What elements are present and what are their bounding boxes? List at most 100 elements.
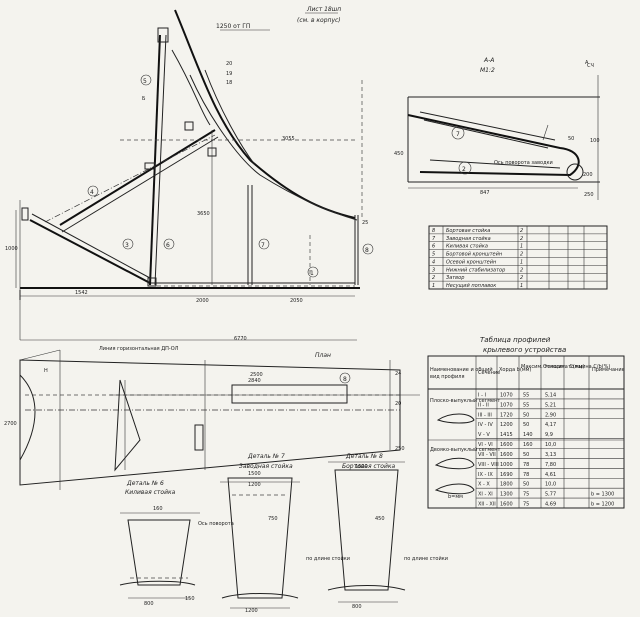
detail-6-title: Деталь № 6: [126, 480, 164, 487]
profile-sketch-label: b=мм: [448, 494, 463, 500]
detail-6: Деталь № 6 Киливая стойка 160 800 Ось по…: [119, 480, 234, 607]
dim-3650: 3650: [197, 211, 210, 217]
profile-relative: 4,69: [545, 502, 556, 508]
profile-chord: 1070: [500, 402, 513, 408]
parts-no: 8: [432, 228, 435, 234]
detail-8-dim-bottom: 800: [352, 604, 362, 610]
detail-8-dim-h: 450: [375, 516, 385, 522]
profile-chord: 1600: [500, 502, 513, 508]
dim-3055: 3055: [282, 136, 295, 142]
profile-thickness: 140: [523, 432, 533, 438]
parts-qty: 2: [520, 236, 523, 242]
dim-2000: 2000: [196, 298, 209, 304]
detail-8-title: Деталь № 8: [345, 453, 383, 460]
profile-thickness: 75: [523, 492, 529, 498]
sec-a-dim-50: 50: [568, 136, 574, 142]
main-elevation-labels: 1250 от ГП 20 19 18 5 4 3 6 7 1 8 3055 3…: [5, 23, 369, 342]
profile-relative: 5,14: [545, 392, 556, 398]
member-7-label: 7: [261, 242, 265, 249]
profile-thickness: 160: [523, 442, 533, 448]
parts-qty: 2: [520, 252, 523, 258]
detail-8: Деталь № 8 Бортовая стойка 1600 800 450 …: [327, 453, 448, 610]
detail-7-name: Заводная стойка: [239, 463, 293, 470]
profile-section: V - V: [478, 432, 490, 438]
detail-8-note: по длине стойки: [404, 555, 448, 562]
profile-section: VIII - VIII: [478, 462, 499, 468]
profile-chord: 1200: [500, 422, 513, 428]
detail-6-name: Киливая стойка: [125, 489, 176, 496]
dim-6770: 6770: [234, 336, 247, 342]
parts-no: 4: [432, 259, 435, 265]
profile-chord: 1690: [500, 472, 513, 478]
detail-7-title: Деталь № 7: [247, 453, 285, 460]
parts-name: Осевой кронштейн: [446, 259, 497, 265]
margin-mark: СЧ: [587, 63, 594, 69]
plan-dim-250: 250: [395, 446, 405, 452]
plan-dim-2700: 2700: [4, 421, 17, 427]
profile-thickness: 75: [523, 502, 529, 508]
section-b-mark: Б: [142, 96, 146, 102]
profile-relative: 4,17: [545, 422, 556, 428]
sec-a-dim-100: 100: [590, 138, 600, 144]
profile-section: VII - VII: [478, 452, 496, 458]
mark-18: 18: [226, 80, 232, 86]
plan-labels: 8 2500 2840 24 20 250 2700 Н: [4, 368, 405, 452]
plan-member-8: 8: [343, 376, 347, 383]
parts-name: Нижний стабилизатор: [446, 267, 505, 273]
profile-section: III - III: [478, 412, 492, 418]
plan-title: План: [315, 352, 331, 359]
profile-section: IX - IX: [478, 472, 493, 478]
profile-relative: 4,61: [545, 472, 556, 478]
col-name: Наименование и общий: [430, 366, 493, 373]
detail-7-dim-bottom: 1200: [245, 608, 258, 614]
member-3-label: 3: [125, 242, 129, 249]
profile-chord: 1415: [500, 432, 513, 438]
detail-7-dim-mid: 1200: [248, 482, 261, 488]
detail-6-dim-top: 160: [153, 506, 163, 512]
profile-table-title: Таблица профилей: [480, 336, 551, 344]
profile-thickness: 78: [523, 472, 529, 478]
mark-19: 19: [226, 71, 232, 77]
col-max-thickness: Максим. толщина С(мм): [521, 364, 584, 370]
profile-section: XI - XI: [478, 492, 493, 498]
plan-dim-24: 24: [395, 371, 401, 377]
profile-table-block: Таблица профилей крылевого устройства На…: [427, 336, 625, 509]
detail-7: Деталь № 7 Заводная стойка 1500 1200 120…: [220, 453, 350, 614]
section-a-scale: М1:2: [480, 67, 495, 74]
profile-chord: 1600: [500, 442, 513, 448]
detail-8-name: Бортовая стойка: [342, 463, 395, 470]
profile-thickness: 50: [523, 482, 529, 488]
sheet-subtitle: (см. в корпус): [297, 17, 341, 24]
member-6-label: 6: [166, 242, 170, 249]
parts-qty: 2: [520, 267, 523, 273]
plan-dim-2500: 2500: [250, 372, 263, 378]
sec-a-dim-200: 200: [583, 172, 593, 178]
member-5-label: 5: [143, 78, 147, 85]
parts-name: Бортовая стойка: [446, 228, 490, 234]
section-a-title: А-А: [483, 57, 494, 64]
member-8-label: 8: [365, 247, 369, 254]
profile-section: X - X: [478, 482, 490, 488]
col-name-2: вид профиля: [430, 374, 464, 380]
sec-a-dim-450: 450: [394, 151, 404, 157]
profile-group-1: Плоско-выпуклый сегмент: [430, 397, 500, 404]
profile-chord: 1720: [500, 412, 513, 418]
detail-6-dim-side: 150: [185, 596, 195, 602]
dim-2050: 2050: [290, 298, 303, 304]
profile-thickness: 55: [523, 402, 529, 408]
member-1-label: 1: [310, 270, 314, 277]
parts-qty: 2: [520, 275, 523, 281]
parts-qty: 1: [520, 283, 523, 289]
parts-qty: 1: [520, 259, 523, 265]
member-4-label: 4: [90, 189, 94, 196]
profile-thickness: 50: [523, 422, 529, 428]
plan-note: Линия горизонтальная ДП-ОЛ: [99, 346, 179, 352]
sec-a-note: Ось поворота заводки: [494, 160, 553, 166]
parts-qty: 1: [520, 244, 523, 250]
section-a-a: А-А М1:2: [407, 57, 600, 200]
profile-chord: 1300: [500, 492, 513, 498]
sec-a-dim-250: 250: [584, 192, 594, 198]
profile-thickness: 50: [523, 452, 529, 458]
profile-relative: 10,0: [545, 442, 556, 448]
